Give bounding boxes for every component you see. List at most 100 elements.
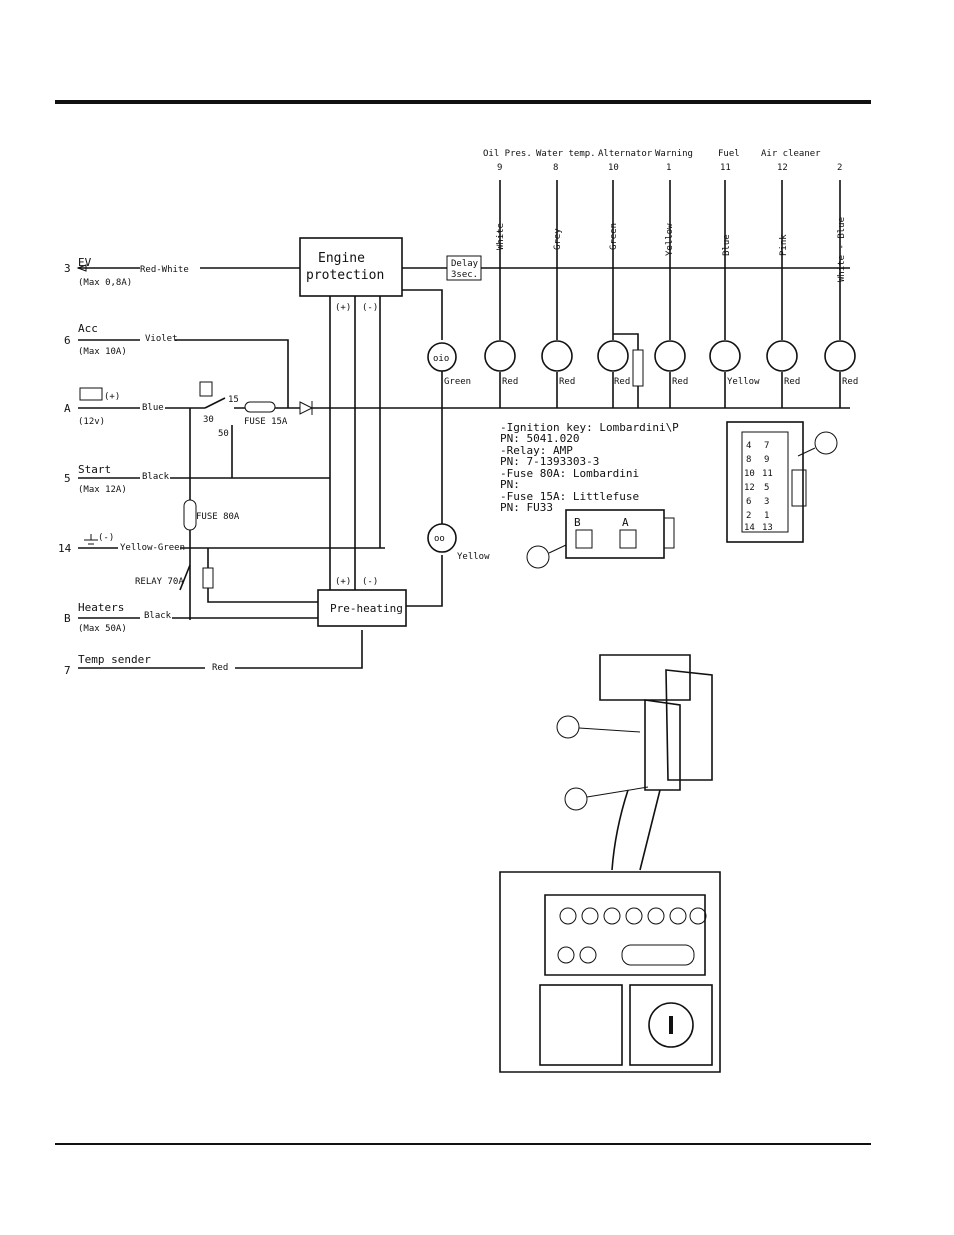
output-label: Oil Pres. [483, 149, 532, 159]
engine-plus: (+) [335, 303, 351, 313]
diode-icon [299, 401, 314, 415]
wire-color: Yellow-Green [120, 543, 185, 553]
preheat-minus: (-) [362, 577, 378, 587]
wire-color: Blue [722, 234, 732, 256]
pin: 12 [744, 483, 755, 493]
output-air-cleaner: Air cleaner 12 Pink Red [761, 149, 821, 408]
air-cleaner-icon [766, 340, 798, 372]
alarm-icon [579, 946, 597, 964]
output-alarm: 2 White - Blue Red [824, 163, 858, 408]
pin: 13 [762, 523, 773, 533]
parts-line: PN: FU33 [500, 501, 553, 514]
pin: 10 [744, 469, 755, 479]
wire-color: Pink [779, 234, 789, 256]
wire-color: Green [609, 223, 619, 250]
lamp-color: Red [672, 377, 688, 387]
terminal-rating: (12v) [78, 417, 105, 427]
output-num: 8 [553, 163, 558, 173]
fuse-80a-label: FUSE 80A [196, 512, 240, 522]
glow-plug-lamp-icon [427, 523, 457, 553]
panel-body [499, 871, 721, 1073]
engine-protection-line1: Engine [318, 251, 365, 266]
output-label: Alternator [598, 149, 653, 159]
connector-plug [599, 654, 691, 701]
terminal-name: (-) [98, 533, 114, 543]
pin: 4 [746, 441, 751, 451]
lamp-green-label: Green [444, 377, 471, 387]
resistor-icon [632, 349, 644, 387]
terminal-num: 6 [64, 334, 71, 347]
wire-color: Violet [145, 334, 178, 344]
output-label: Fuel [718, 149, 740, 159]
pin: 9 [764, 455, 769, 465]
terminal-battery: A (+) (12v) Blue [64, 387, 205, 427]
parts-line: PN: 5041.020 [500, 432, 579, 445]
terminal-num: A [64, 402, 71, 415]
output-num: 12 [777, 163, 788, 173]
ignition-switch [204, 397, 245, 409]
alternator-icon [597, 340, 629, 372]
pin: 6 [746, 497, 751, 507]
terminal-name: Temp sender [78, 653, 151, 666]
alarm-icon [824, 340, 856, 372]
key-pos-30: 30 [203, 415, 214, 425]
top-rule [55, 100, 871, 104]
callout-circle [814, 431, 838, 455]
wire-color: Blue [142, 403, 164, 413]
key-pos-50: 50 [218, 429, 229, 439]
wire-color: Red [212, 663, 228, 673]
thermometer-icon [541, 340, 573, 372]
parts-list: -Ignition key: Lombardini\P PN: 5041.020… [500, 421, 679, 514]
lamp-color: Red [559, 377, 575, 387]
display-window [621, 944, 695, 966]
engine-minus: (-) [362, 303, 378, 313]
output-num: 2 [837, 163, 842, 173]
oil-can-icon [603, 907, 621, 925]
output-label: Water temp. [536, 149, 596, 159]
relay-pin-b: B [574, 516, 581, 529]
parts-line: PN: 7-1393303-3 [500, 455, 599, 468]
lamp-color: Red [842, 377, 858, 387]
engine-protection-block [299, 237, 403, 297]
fuel-icon [559, 907, 577, 925]
ground-icon [84, 534, 98, 545]
fuel-icon [709, 340, 741, 372]
air-cleaner-icon [557, 946, 575, 964]
warning-icon [669, 907, 687, 925]
lamp-color: Red [502, 377, 518, 387]
terminal-start: 5 Start (Max 12A) Black [64, 463, 330, 495]
output-label: Warning [655, 149, 693, 159]
relay-drawing: B A [526, 509, 675, 569]
parts-line: PN: [500, 478, 520, 491]
parts-line: -Fuse 15A: Littlefuse [500, 490, 639, 503]
output-num: 11 [720, 163, 731, 173]
relay-label: RELAY 70A [135, 577, 184, 587]
pre-heating-block [317, 589, 407, 627]
parts-line: -Relay: AMP [500, 444, 573, 457]
terminal-rating: (Max 12A) [78, 485, 127, 495]
callout-circle [526, 545, 550, 569]
fuse-15a-label: FUSE 15A [244, 417, 288, 427]
relay-coil [202, 567, 214, 589]
pin: 14 [744, 523, 755, 533]
terminal-rating: (Max 50A) [78, 624, 127, 634]
key-icon [199, 381, 213, 397]
output-num: 10 [608, 163, 619, 173]
warning-icon [654, 340, 686, 372]
callout-circle [564, 787, 588, 811]
lamp-color: Red [614, 377, 630, 387]
terminal-name: Start [78, 463, 111, 476]
bottom-rule [55, 1143, 871, 1145]
key-switch-housing [629, 984, 713, 1066]
engine-protection-line2: protection [306, 268, 384, 283]
svg-text:oio: oio [433, 354, 449, 364]
preheat-plus: (+) [335, 577, 351, 587]
wire-color: Red-White [140, 265, 189, 275]
terminal-name: EV [78, 256, 92, 269]
pin: 11 [762, 469, 773, 479]
terminal-temp-sender: 7 Temp sender Red [64, 630, 363, 677]
output-oil-pres: Oil Pres. 9 White Red [483, 149, 532, 408]
connector-drawing: 4 7 8 9 10 11 12 5 6 3 2 1 14 13 [726, 421, 838, 543]
terminal-name: (+) [104, 392, 120, 402]
